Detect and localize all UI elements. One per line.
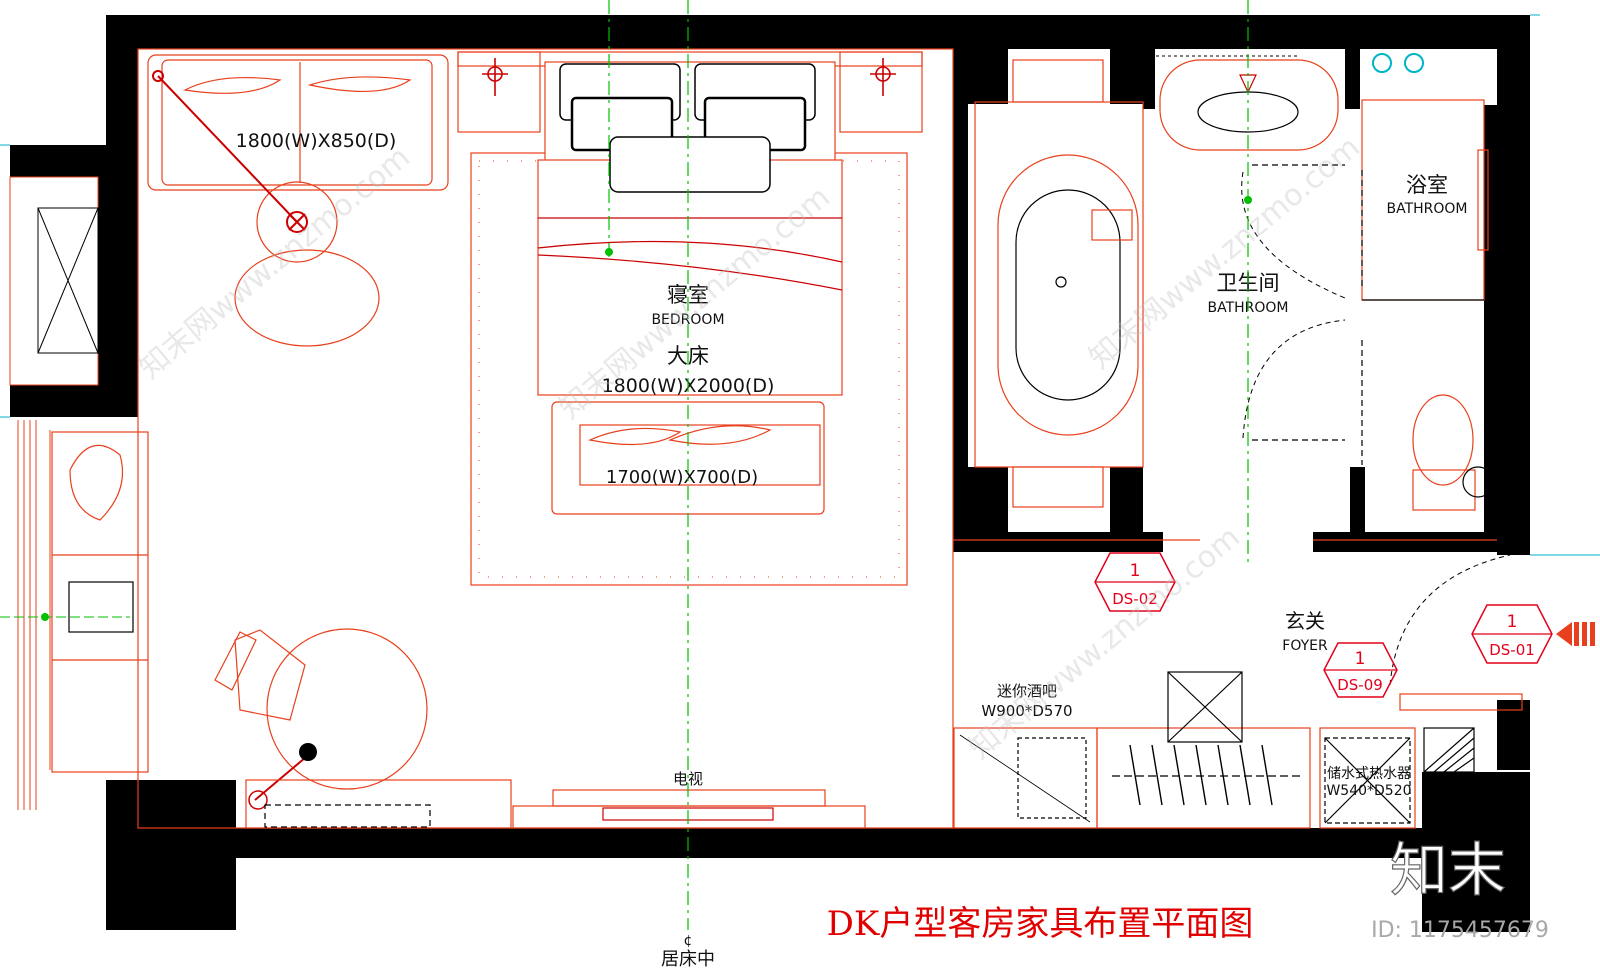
desk [51,431,149,773]
tv-console [245,779,866,829]
watermark-text: 知末网www.znzmo.com [963,520,1247,766]
section-tag-number: 1 [1355,649,1366,669]
heater-size-label: W540*D520 [1326,783,1411,799]
brand-id: ID: 1175457679 [1371,918,1549,943]
center-axis [608,0,1249,930]
water-heater [1319,727,1416,829]
entry-arrow-icon [1556,622,1595,646]
bench-size-label: 1700(W)X700(D) [606,467,758,488]
watermark-text: 知末网www.znzmo.com [1083,130,1367,376]
minibar-size-label: W900*D570 [981,702,1072,720]
section-tag-code: DS-02 [1112,590,1158,608]
wardrobe [1096,671,1311,829]
bathtub [974,59,1144,508]
foyer-label-en: FOYER [1282,638,1328,654]
minibar-label: 迷你酒吧 [997,682,1057,700]
vanity-basin [1159,59,1339,151]
bed-throw [537,217,843,291]
axis-label: 居床中 [661,949,715,968]
section-tag-number: 1 [1130,561,1141,581]
bedside-lamp-icon [482,58,896,96]
floor-lamp-icon [286,211,308,233]
sofa-size-label: 1800(W)X850(D) [236,130,397,152]
entrance-door [1399,693,1523,773]
shower-wc [1361,99,1494,511]
brand-name: 知末 [1390,836,1506,904]
window-left [9,176,99,810]
glass-doors [1252,164,1363,465]
section-tag-code: DS-01 [1489,641,1535,659]
shower-label-zh: 浴室 [1406,173,1448,197]
section-tag-ds02: 1 DS-02 [1094,552,1176,612]
sofa [147,54,449,347]
shower-controls-icon [1372,53,1424,73]
section-tag-ds01: 1 DS-01 [1471,604,1553,664]
shower-label-en: BATHROOM [1386,201,1467,217]
watermark-text: 知末网www.znzmo.com [133,140,417,386]
hangers [1129,744,1273,806]
door-swings [1241,171,1511,686]
cyan-lines [0,14,1600,556]
lounge-chair [214,628,428,801]
tv-label: 电视 [673,770,703,788]
axis-symbol: ¢ [684,933,693,949]
heater-label: 储水式热水器 [1327,766,1411,782]
section-tag-ds09: 1 DS-09 [1323,642,1398,698]
pillows [559,63,816,193]
brand-logo: 知末 ID: 1175457679 [1371,835,1549,943]
foyer-label-zh: 玄关 [1285,609,1325,633]
bedroom-label-en: BEDROOM [651,312,724,328]
walls [10,15,1530,932]
section-tag-code: DS-09 [1337,676,1383,694]
section-tag-number: 1 [1507,612,1518,632]
plan-title: DK户型客房家具布置平面图 [827,904,1254,944]
